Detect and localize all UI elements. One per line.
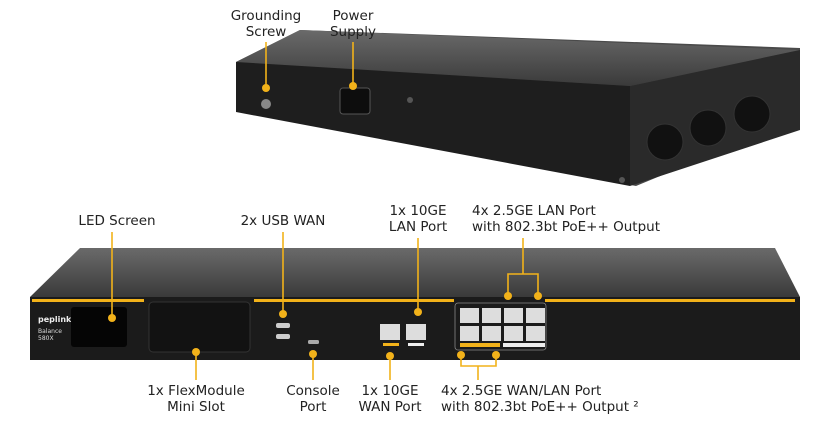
device-front-view: peplink Balance 580X [30, 248, 800, 360]
ethernet-port-grid [460, 308, 545, 347]
brand-logo: peplink [38, 315, 72, 324]
flexmodule-slot[interactable] [148, 301, 251, 353]
grounding-screw [261, 99, 271, 109]
usb-port-2[interactable] [276, 334, 290, 339]
device-rear-view [236, 30, 800, 186]
wan-10ge-port[interactable] [380, 324, 400, 340]
led-screen [71, 307, 127, 347]
usb-port-1[interactable] [276, 323, 290, 328]
model-name: Balance [38, 328, 62, 335]
console-port[interactable] [308, 340, 319, 344]
model-number: 580X [38, 335, 54, 342]
label-led-screen: LED Screen [78, 213, 155, 229]
fan-vents [646, 95, 771, 161]
lan-10ge-port[interactable] [406, 324, 426, 340]
leader-lines [108, 42, 542, 380]
label-usb-wan: 2x USB WAN [241, 213, 326, 229]
power-inlet [339, 87, 371, 115]
